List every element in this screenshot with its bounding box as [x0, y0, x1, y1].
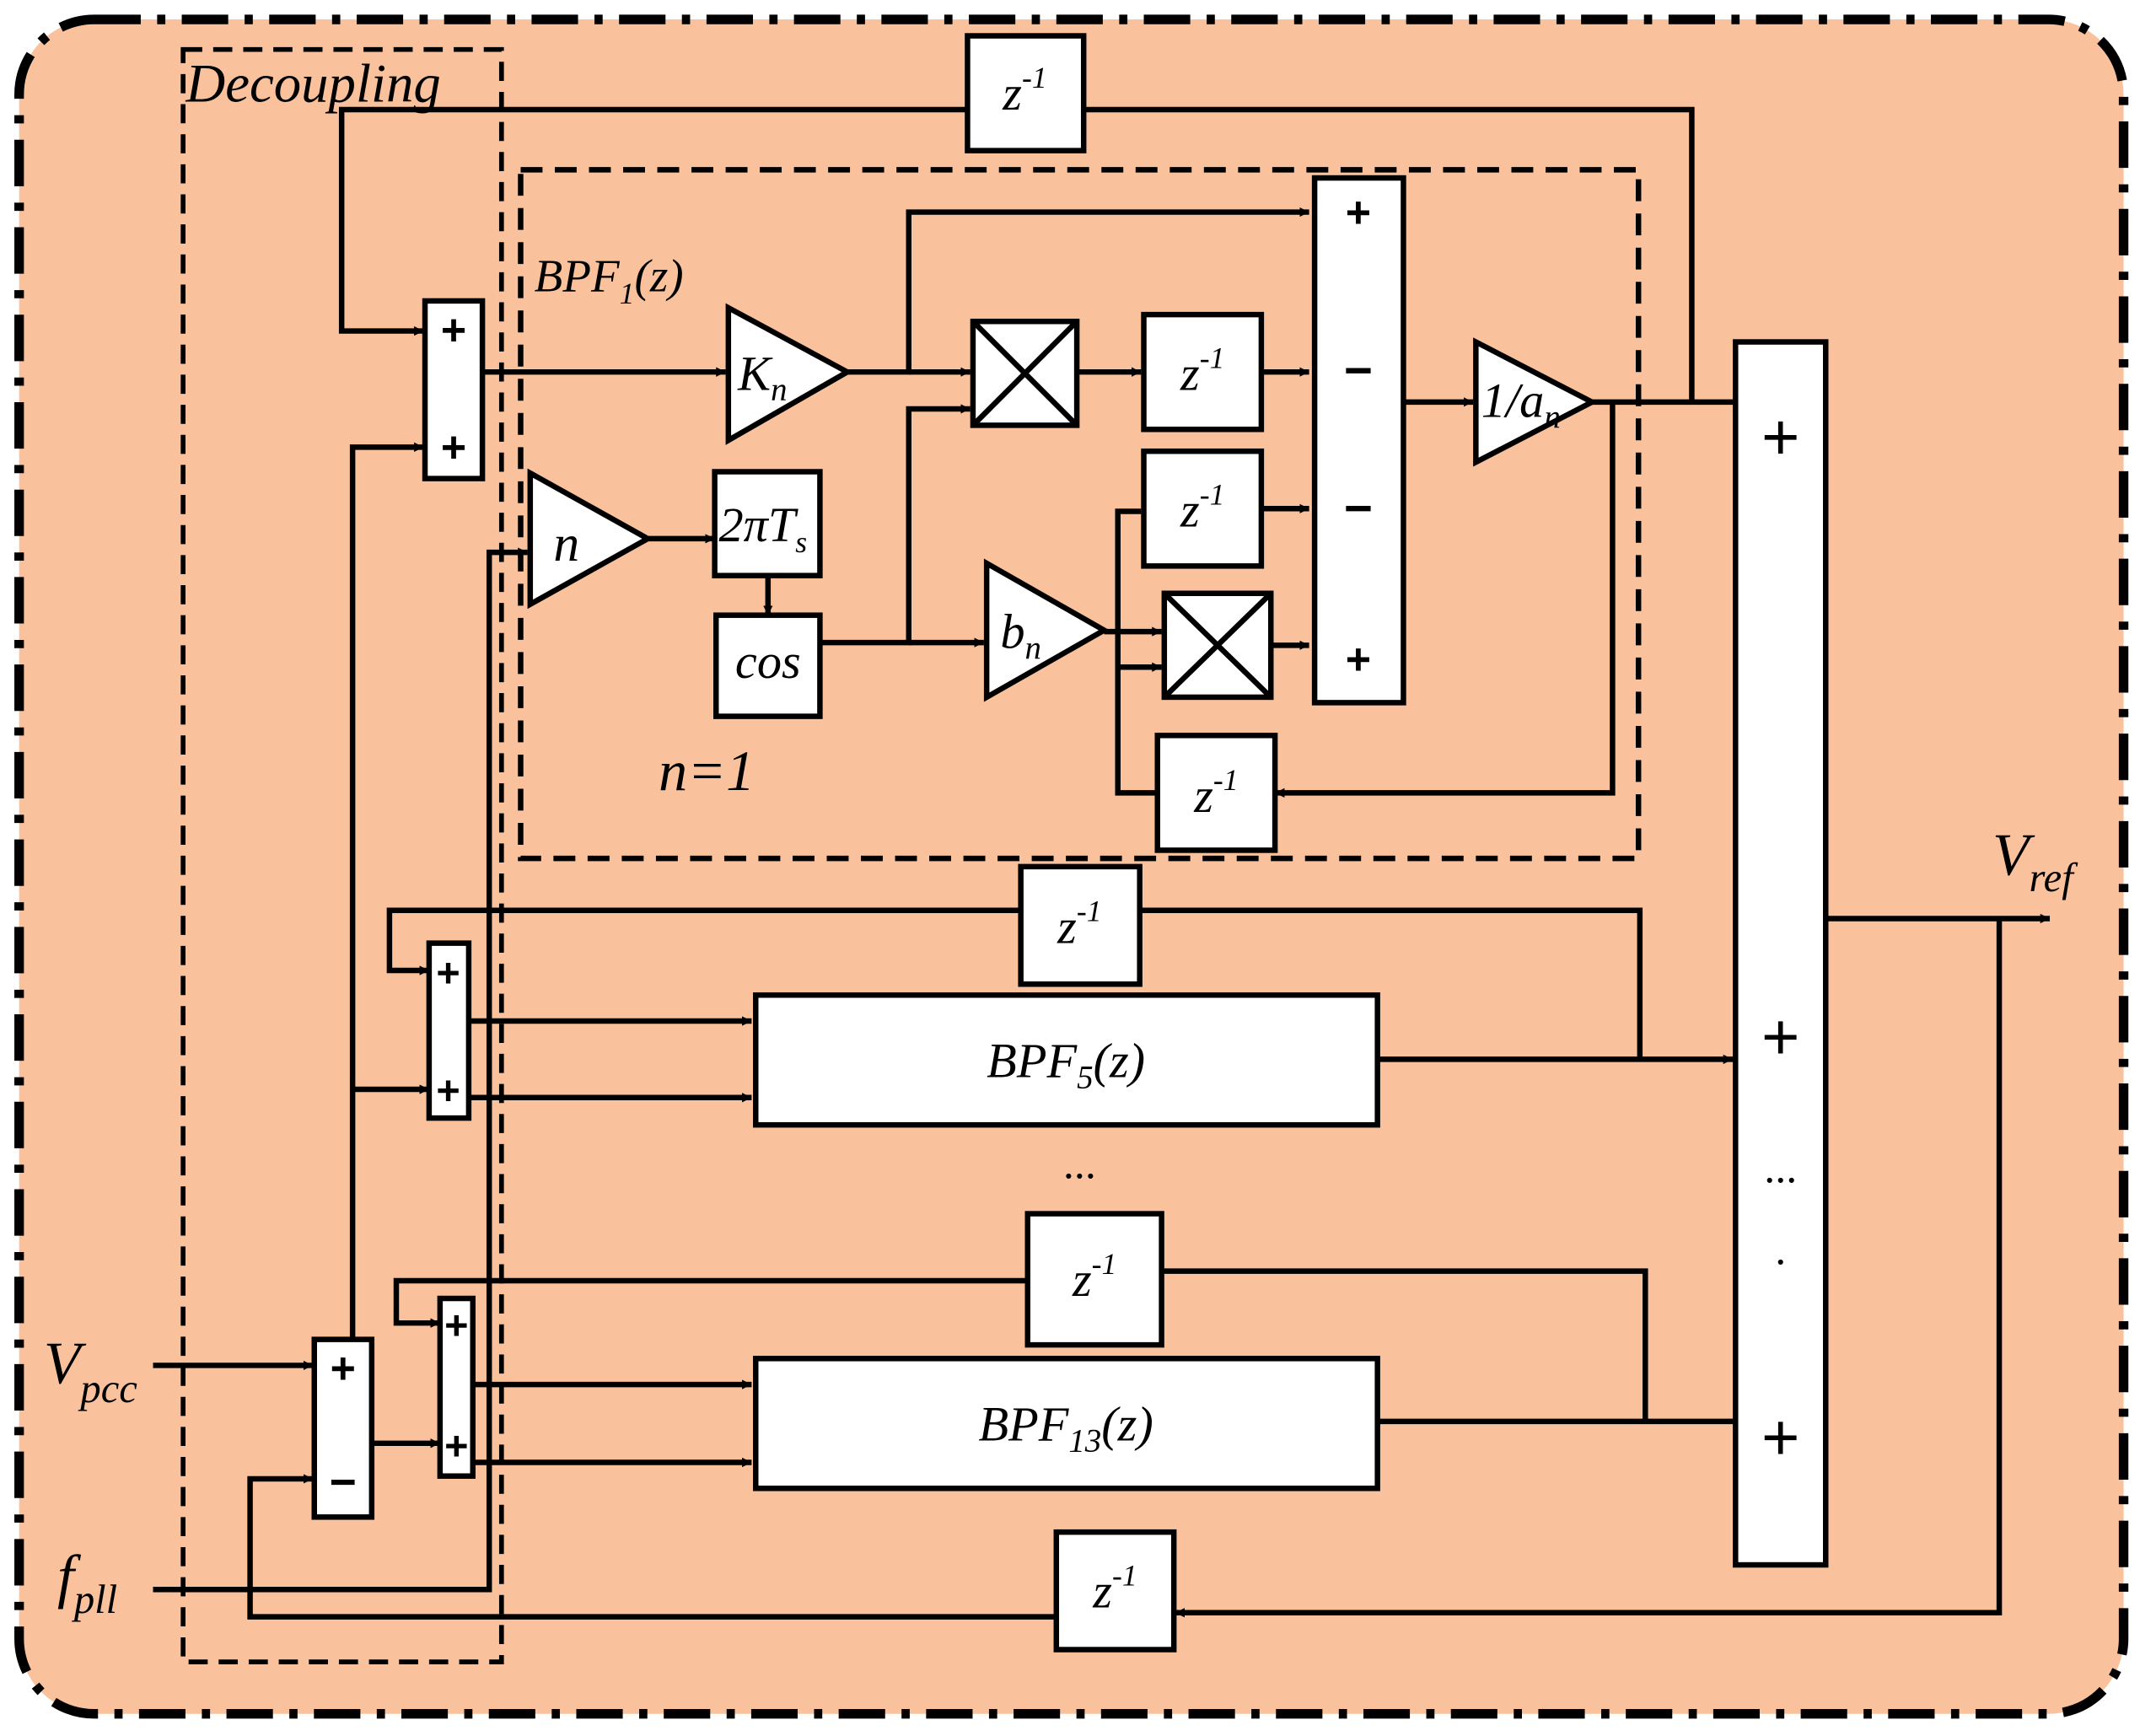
kn-label: Kn: [737, 346, 787, 408]
delay-label: z-1: [1057, 895, 1101, 954]
bpf5-label: BPF5(z): [987, 1033, 1145, 1095]
two-pi-ts-label: 2πTs: [718, 497, 807, 559]
bpf1-label: BPF1(z): [535, 250, 684, 311]
bpf5-block: [752, 992, 1380, 1128]
bpf1-region: [518, 167, 1642, 862]
delay-block: [1024, 1211, 1164, 1348]
cos-label: cos: [735, 634, 801, 689]
vpcc-label: Vpcc: [44, 1330, 137, 1412]
delay-label: z-1: [1092, 1558, 1137, 1618]
delay-label: z-1: [1002, 61, 1046, 121]
delay-label: z-1: [1193, 763, 1238, 823]
delay-label: z-1: [1180, 341, 1224, 400]
two-pi-ts-block: [712, 469, 823, 578]
inv-an-label: 1/an: [1481, 374, 1561, 436]
delay-block: [1141, 311, 1265, 433]
bpf13-block: [752, 1356, 1380, 1491]
plus-sign: +: [1346, 187, 1371, 236]
signal-wires: [153, 106, 2051, 1620]
n-gain: [527, 468, 653, 610]
delay-block: [1154, 733, 1278, 853]
delay-block: [1053, 1529, 1177, 1653]
plus-sign: +: [441, 422, 466, 471]
vref-label: Vref: [1992, 822, 2078, 900]
output-sum-block: [1733, 339, 1829, 1568]
dot: .: [1775, 1227, 1786, 1275]
plus-sign: +: [444, 1303, 468, 1349]
delay-label: z-1: [1072, 1247, 1116, 1307]
delay-block: [1018, 863, 1143, 987]
sum-block-3: [437, 1295, 476, 1479]
delay-block: [1141, 448, 1265, 569]
kn-gain: [725, 303, 853, 445]
bpf13-label: BPF13(z): [978, 1397, 1153, 1459]
plus-sign: +: [331, 1344, 356, 1393]
multiplier-cross: [971, 319, 1079, 427]
inv-an-gain: [1473, 337, 1599, 467]
plus-sign: +: [441, 305, 466, 354]
plus-sign: +: [1761, 401, 1799, 474]
plus-sign: +: [444, 1423, 468, 1469]
bn-gain: [983, 558, 1110, 702]
plus-sign: +: [1761, 1401, 1799, 1474]
n-equals-label: n=1: [659, 739, 755, 803]
plus-sign: +: [1761, 1001, 1799, 1073]
minus-sign: −: [1344, 343, 1373, 398]
minus-sign: −: [330, 1456, 357, 1508]
input-sum-block: [311, 1336, 375, 1520]
plus-sign: +: [1346, 634, 1371, 683]
cos-block: [713, 612, 823, 719]
minus-sign: −: [1344, 481, 1373, 536]
delay-label: z-1: [1180, 477, 1224, 537]
bpf-sum-block: [1311, 175, 1406, 706]
decoupling-label: Decoupling: [185, 53, 440, 114]
ellipsis: ...: [1063, 1140, 1096, 1188]
bn-label: bn: [1000, 605, 1041, 667]
plus-sign: +: [436, 951, 460, 997]
n-gain-label: n: [553, 515, 579, 572]
ellipsis: ...: [1764, 1144, 1797, 1192]
sum-block-1: [422, 298, 486, 481]
sum-block-2: [426, 940, 472, 1121]
decoupling-region: [180, 46, 504, 1664]
multiplier-cross: [1162, 591, 1273, 700]
plus-sign: +: [436, 1068, 460, 1114]
delay-block: [965, 33, 1087, 153]
